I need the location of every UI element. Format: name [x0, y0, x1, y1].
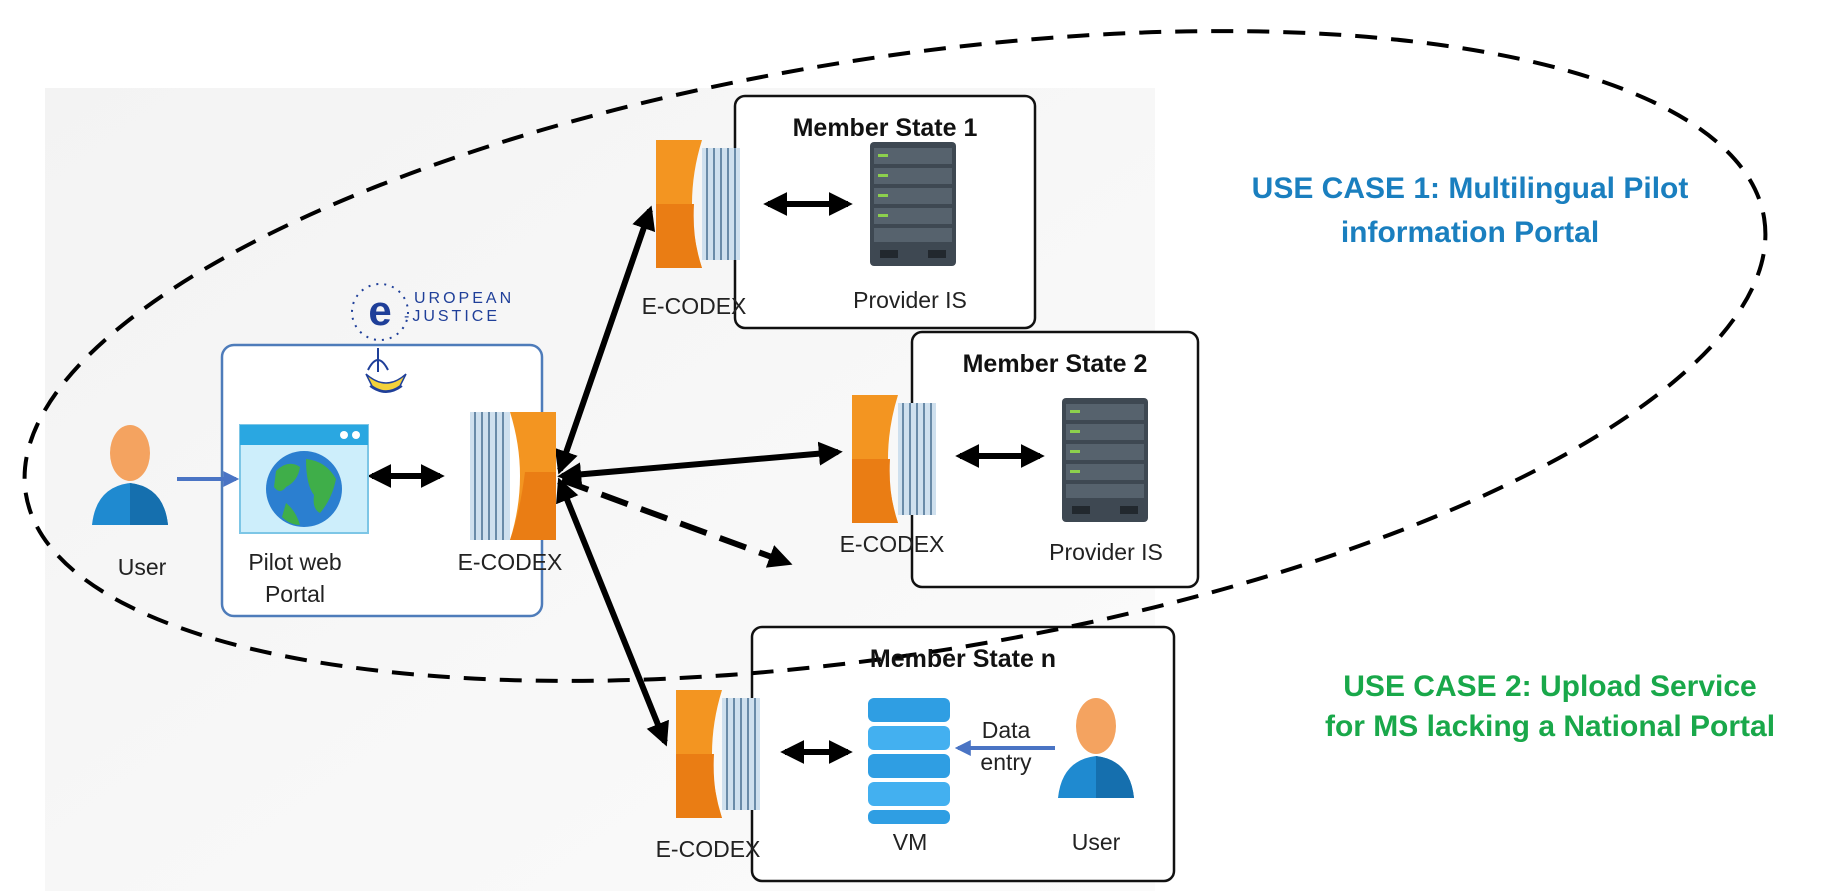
user-icon	[1058, 698, 1134, 798]
use-case-1-line1: USE CASE 1: Multilingual Pilot	[1251, 172, 1689, 205]
database-icon	[868, 698, 950, 824]
use-case-1-boundary	[22, 29, 1768, 683]
web-portal-icon	[239, 424, 369, 534]
european-ejustice-logo: e	[351, 283, 409, 393]
user-label: User	[1071, 829, 1121, 855]
member-state-1-title: Member State 1	[792, 114, 978, 142]
ecodex-connector-icon	[470, 412, 556, 540]
arrow-to-ms2	[557, 441, 843, 487]
user-label: User	[117, 554, 167, 580]
member-state-2-title: Member State 2	[962, 350, 1148, 378]
data-entry-label-line1: Data	[981, 717, 1031, 743]
ecodex-connector-icon	[852, 395, 936, 523]
ecodex-label: E-CODEX	[839, 531, 945, 557]
use-case-1-line2: information Portal	[1340, 216, 1600, 249]
use-case-2-line1: USE CASE 2: Upload Service	[1343, 670, 1757, 703]
ecodex-label: E-CODEX	[655, 836, 761, 862]
data-entry-label-line2: entry	[980, 749, 1032, 775]
ecodex-label: E-CODEX	[641, 293, 747, 319]
ecodex-connector-icon	[676, 690, 760, 818]
logo-text-line2: -JUSTICE	[404, 308, 500, 325]
member-state-n-title: Member State n	[869, 645, 1057, 673]
server-icon	[870, 142, 956, 266]
server-icon	[1062, 398, 1148, 522]
ecodex-label: E-CODEX	[457, 549, 563, 575]
user-icon	[92, 425, 168, 525]
portal-label-line1: Pilot web	[248, 549, 342, 575]
provider-is-label: Provider IS	[1049, 539, 1163, 565]
arrow-to-msn	[556, 477, 669, 747]
logo-text-line1: UROPEAN	[414, 290, 515, 307]
vm-label: VM	[892, 829, 928, 855]
svg-text:e: e	[368, 287, 391, 334]
arrow-to-ms1	[554, 205, 656, 475]
provider-is-label: Provider IS	[853, 287, 967, 313]
portal-label-line2: Portal	[264, 581, 326, 607]
use-case-2-line2: for MS lacking a National Portal	[1324, 710, 1776, 743]
ecodex-connector-icon	[656, 140, 740, 268]
